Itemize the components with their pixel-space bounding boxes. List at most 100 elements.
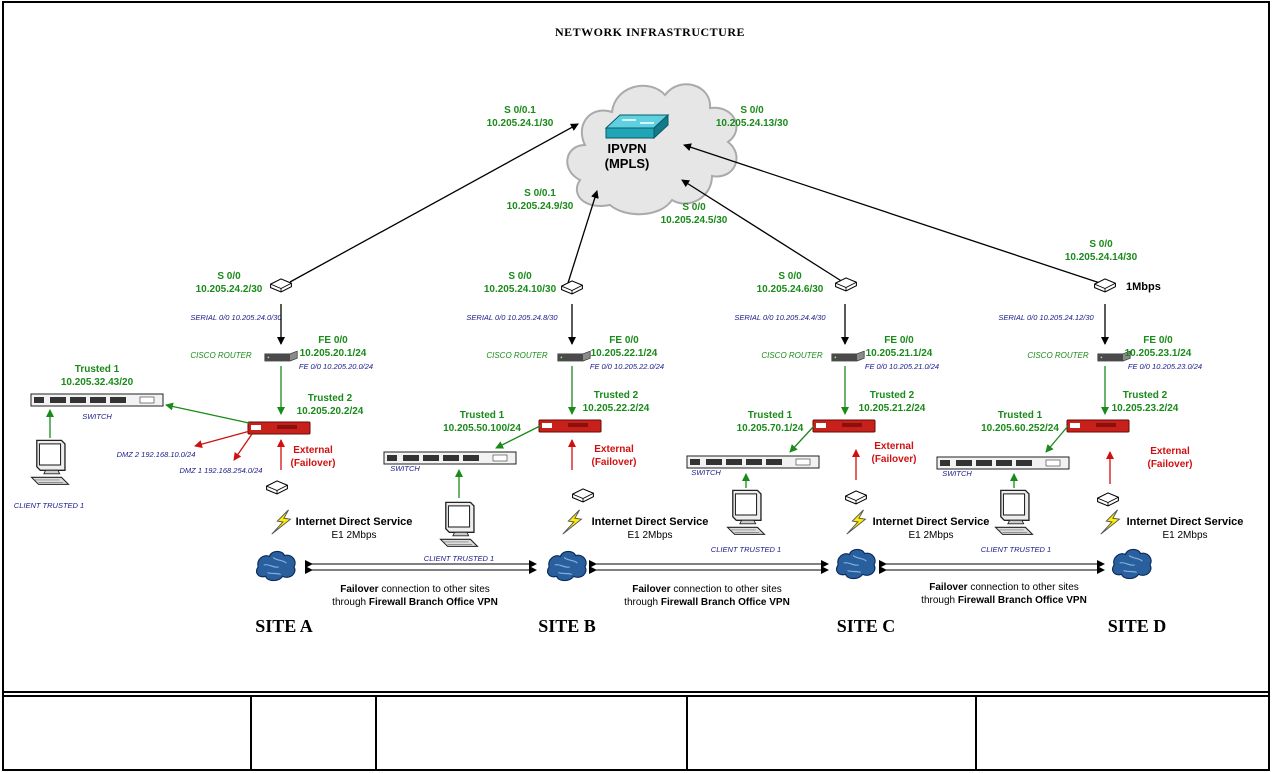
vpn-switch-icon — [604, 113, 670, 140]
site-b: S 0/0 10.205.24.10/30 SERIAL 0/0 10.205.… — [383, 271, 709, 636]
bandwidth-label: 1Mbps — [1126, 281, 1161, 293]
site-b-t1-ip: 10.205.50.100/24 — [443, 423, 521, 434]
wan-a-top-ip: 10.205.24.1/30 — [487, 118, 554, 129]
site-d-t1: Trusted 1 — [998, 410, 1043, 421]
site-c-title: SITE C — [837, 616, 896, 636]
site-c-s00: S 0/0 — [778, 271, 802, 282]
site-b-serial: SERIAL 0/0 10.205.24.8/30 — [466, 313, 558, 322]
site-d-t2-ip: 10.205.23.2/24 — [1112, 403, 1179, 414]
failover-bc-rest: connection to other sites — [671, 584, 782, 595]
site-d-external: External — [1150, 446, 1190, 457]
site-b-s00-ip: 10.205.24.10/30 — [484, 284, 557, 295]
wan-b-top-intf: S 0/0.1 — [524, 188, 556, 199]
wan-links — [289, 123, 1101, 284]
site-c-e1: E1 2Mbps — [908, 530, 953, 541]
site-b-t1: Trusted 1 — [460, 410, 505, 421]
site-b-title: SITE B — [538, 616, 596, 636]
site-d-fe: FE 0/0 — [1143, 335, 1173, 346]
site-b-t2: Trusted 2 — [594, 390, 639, 401]
wan-link-d — [683, 143, 1101, 284]
site-d-cisco-label: CISCO ROUTER — [1027, 351, 1089, 360]
site-b-fe: FE 0/0 — [609, 335, 639, 346]
site-b-cisco-label: CISCO ROUTER — [486, 351, 548, 360]
failover-cd-bold: Failover — [929, 582, 967, 593]
site-c-firewall-icon — [812, 419, 876, 433]
site-d-t1-ip: 10.205.60.252/24 — [981, 423, 1059, 434]
failover-ab-rest: connection to other sites — [379, 584, 490, 595]
site-a-title: SITE A — [255, 616, 313, 636]
svg-text:through Firewall Branch Office: through Firewall Branch Office VPN — [921, 595, 1087, 606]
site-b-switch-label: SWITCH — [390, 464, 420, 473]
site-c-internet: Internet Direct Service — [873, 516, 990, 528]
site-d-switch-icon — [936, 456, 1070, 470]
site-b-client: CLIENT TRUSTED 1 — [424, 554, 494, 563]
site-a-t1-ip: 10.205.32.43/20 — [61, 377, 134, 388]
site-c-fe-net: FE 0/0 10.205.21.0/24 — [865, 362, 939, 371]
failover-links — [305, 560, 1105, 574]
site-c-failover: (Failover) — [871, 454, 916, 465]
site-c-s00-ip: 10.205.24.6/30 — [757, 284, 824, 295]
site-c-external: External — [874, 441, 914, 452]
failover-cd-bold2: Firewall Branch Office VPN — [958, 595, 1087, 606]
failover-ab-bold: Failover — [340, 584, 378, 595]
site-c-fe-ip: 10.205.21.1/24 — [866, 348, 933, 359]
site-a-fe: FE 0/0 — [318, 335, 348, 346]
failover-text-bc: Failover connection to other sites throu… — [624, 584, 790, 608]
failover-bc-line2: through — [624, 597, 661, 608]
site-c-t1: Trusted 1 — [748, 410, 793, 421]
failover-text-cd: Failover connection to other sites throu… — [921, 582, 1087, 606]
site-a-client: CLIENT TRUSTED 1 — [14, 501, 84, 510]
site-a-fw-to-dmz1 — [233, 433, 253, 461]
site-d-s00: S 0/0 — [1089, 239, 1113, 250]
site-d-fe-net: FE 0/0 10.205.23.0/24 — [1128, 362, 1202, 371]
site-a-s00: S 0/0 — [217, 271, 241, 282]
site-a-t2: Trusted 2 — [308, 393, 353, 404]
site-b-s00: S 0/0 — [508, 271, 532, 282]
site-d-internet: Internet Direct Service — [1127, 516, 1244, 528]
site-a-external: External — [293, 445, 333, 456]
site-c-cisco-label: CISCO ROUTER — [761, 351, 823, 360]
site-d-failover: (Failover) — [1147, 459, 1192, 470]
wan-c-top-ip: 10.205.24.5/30 — [661, 215, 728, 226]
failover-ab-bold2: Firewall Branch Office VPN — [369, 597, 498, 608]
failover-link-cd — [879, 560, 1105, 574]
site-b-failover: (Failover) — [591, 457, 636, 468]
failover-link-ab — [305, 560, 537, 574]
site-b-fe-ip: 10.205.22.1/24 — [591, 348, 658, 359]
site-a-s00-ip: 10.205.24.2/30 — [196, 284, 263, 295]
site-c-t1-ip: 10.205.70.1/24 — [737, 423, 804, 434]
failover-ab-line2: through — [332, 597, 369, 608]
site-b-internet: Internet Direct Service — [592, 516, 709, 528]
mpls-cloud: IPVPN (MPLS) — [566, 83, 738, 216]
wan-link-c — [681, 179, 844, 283]
site-c-t2-ip: 10.205.21.2/24 — [859, 403, 926, 414]
site-a-switch-label: SWITCH — [82, 412, 112, 421]
failover-cd-rest: connection to other sites — [968, 582, 1079, 593]
svg-text:Failover connection to other s: Failover connection to other sites — [632, 584, 782, 595]
site-d-fw-to-switch — [1045, 425, 1069, 453]
failover-text-ab: Failover connection to other sites throu… — [332, 584, 498, 608]
failover-link-bc — [589, 560, 829, 574]
failover-bc-bold2: Firewall Branch Office VPN — [661, 597, 790, 608]
site-a-dmz2: DMZ 2 192.168.10.0/24 — [117, 450, 196, 459]
site-d-s00-ip: 10.205.24.14/30 — [1065, 252, 1138, 263]
site-b-switch-icon — [383, 451, 517, 465]
wan-link-b — [567, 190, 599, 284]
site-a-fe-net: FE 0/0 10.205.20.0/24 — [299, 362, 373, 371]
site-c-t2: Trusted 2 — [870, 390, 915, 401]
site-c-fw-to-switch — [789, 425, 815, 453]
wan-c-top-intf: S 0/0 — [682, 202, 706, 213]
site-b-external: External — [594, 444, 634, 455]
site-a-fw-to-dmz2 — [194, 430, 251, 449]
site-a: S 0/0 10.205.24.2/30 SERIAL 0/0 10.205.2… — [14, 271, 413, 636]
site-c-switch-label: SWITCH — [691, 468, 721, 477]
svg-text:through Firewall Branch Office: through Firewall Branch Office VPN — [624, 597, 790, 608]
site-a-serial: SERIAL 0/0 10.205.24.0/30 — [190, 313, 282, 322]
site-a-switch-icon — [30, 393, 164, 407]
wan-d-top-ip: 10.205.24.13/30 — [716, 118, 789, 129]
site-a-internet: Internet Direct Service — [296, 516, 413, 528]
site-d-fe-ip: 10.205.23.1/24 — [1125, 348, 1192, 359]
site-b-firewall-icon — [538, 419, 602, 433]
site-d-firewall-icon — [1066, 419, 1130, 433]
site-b-t2-ip: 10.205.22.2/24 — [583, 403, 650, 414]
